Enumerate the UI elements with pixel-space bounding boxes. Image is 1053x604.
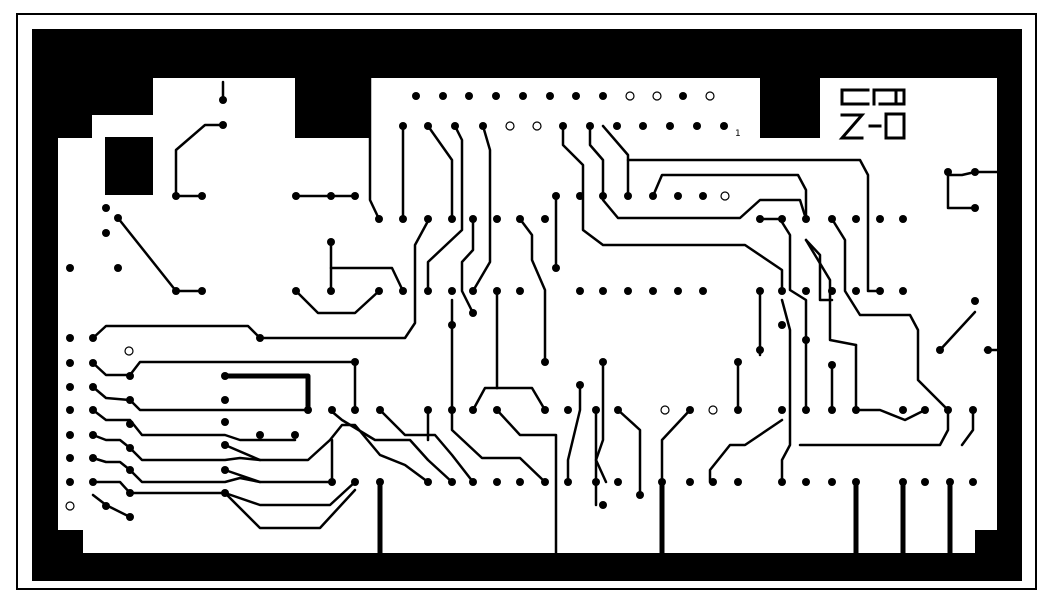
ground-pour [32, 29, 1022, 581]
board-outline [16, 13, 1037, 590]
pin-one-marker: 1 [735, 129, 741, 139]
mirrored-silk-text [838, 88, 906, 140]
pads [65, 91, 992, 521]
